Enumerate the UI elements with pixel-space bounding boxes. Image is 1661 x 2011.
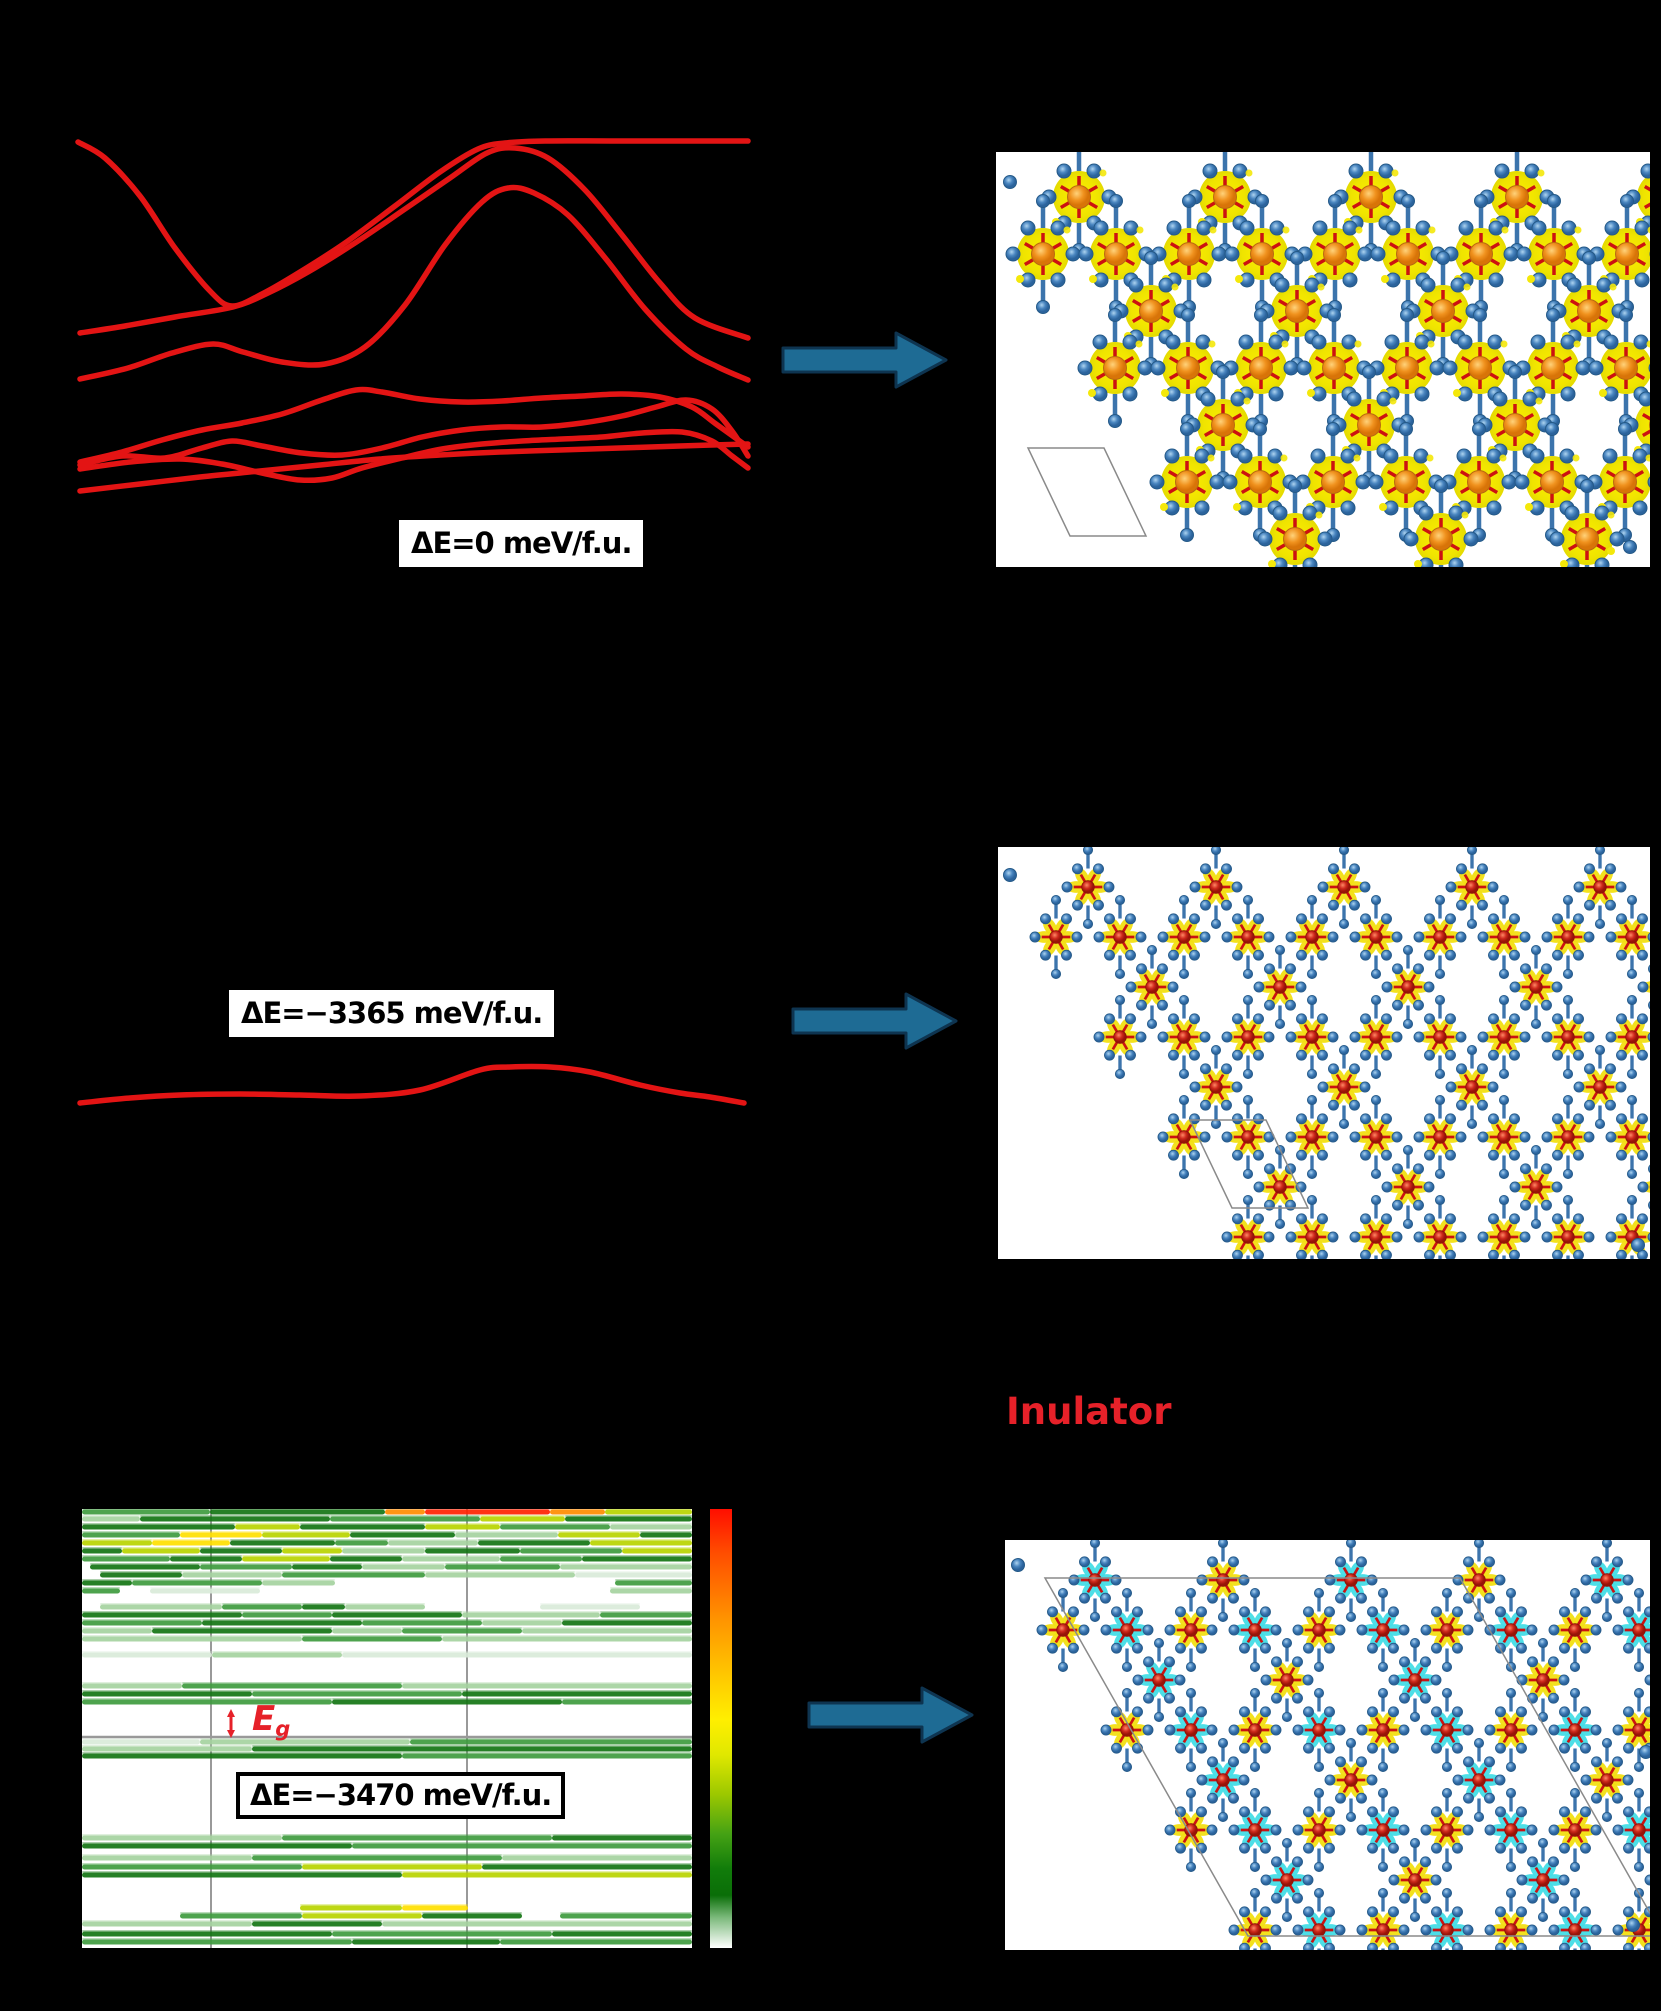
spectral-function-plot-bottom bbox=[82, 1509, 692, 1948]
flat-band-plot-middle bbox=[77, 1063, 747, 1106]
band-structure-plot-top bbox=[75, 138, 751, 494]
crystal-structure-charge-density-panel bbox=[996, 152, 1650, 567]
arrow-right-icon bbox=[781, 331, 948, 389]
crystal-structure-afm-spin-density-panel bbox=[1005, 1540, 1650, 1950]
phase-label-insulator: Inulator bbox=[1006, 1390, 1171, 1433]
band-gap-symbol: E bbox=[252, 1699, 276, 1739]
energy-difference-label-1: ΔE=0 meV/f.u. bbox=[399, 520, 644, 568]
arrow-right-icon bbox=[807, 1686, 974, 1744]
band-gap-label: Eg bbox=[252, 1702, 290, 1740]
energy-difference-label-2: ΔE=−3365 meV/f.u. bbox=[229, 990, 555, 1038]
arrow-right-icon bbox=[791, 992, 958, 1050]
band-gap-subscript: g bbox=[275, 1717, 291, 1741]
colorbar bbox=[710, 1509, 732, 1948]
energy-difference-label-3: ΔE=−3470 meV/f.u. bbox=[236, 1772, 566, 1820]
phase-label-text: Inulator bbox=[1006, 1390, 1172, 1433]
crystal-structure-spin-density-panel bbox=[998, 847, 1650, 1259]
